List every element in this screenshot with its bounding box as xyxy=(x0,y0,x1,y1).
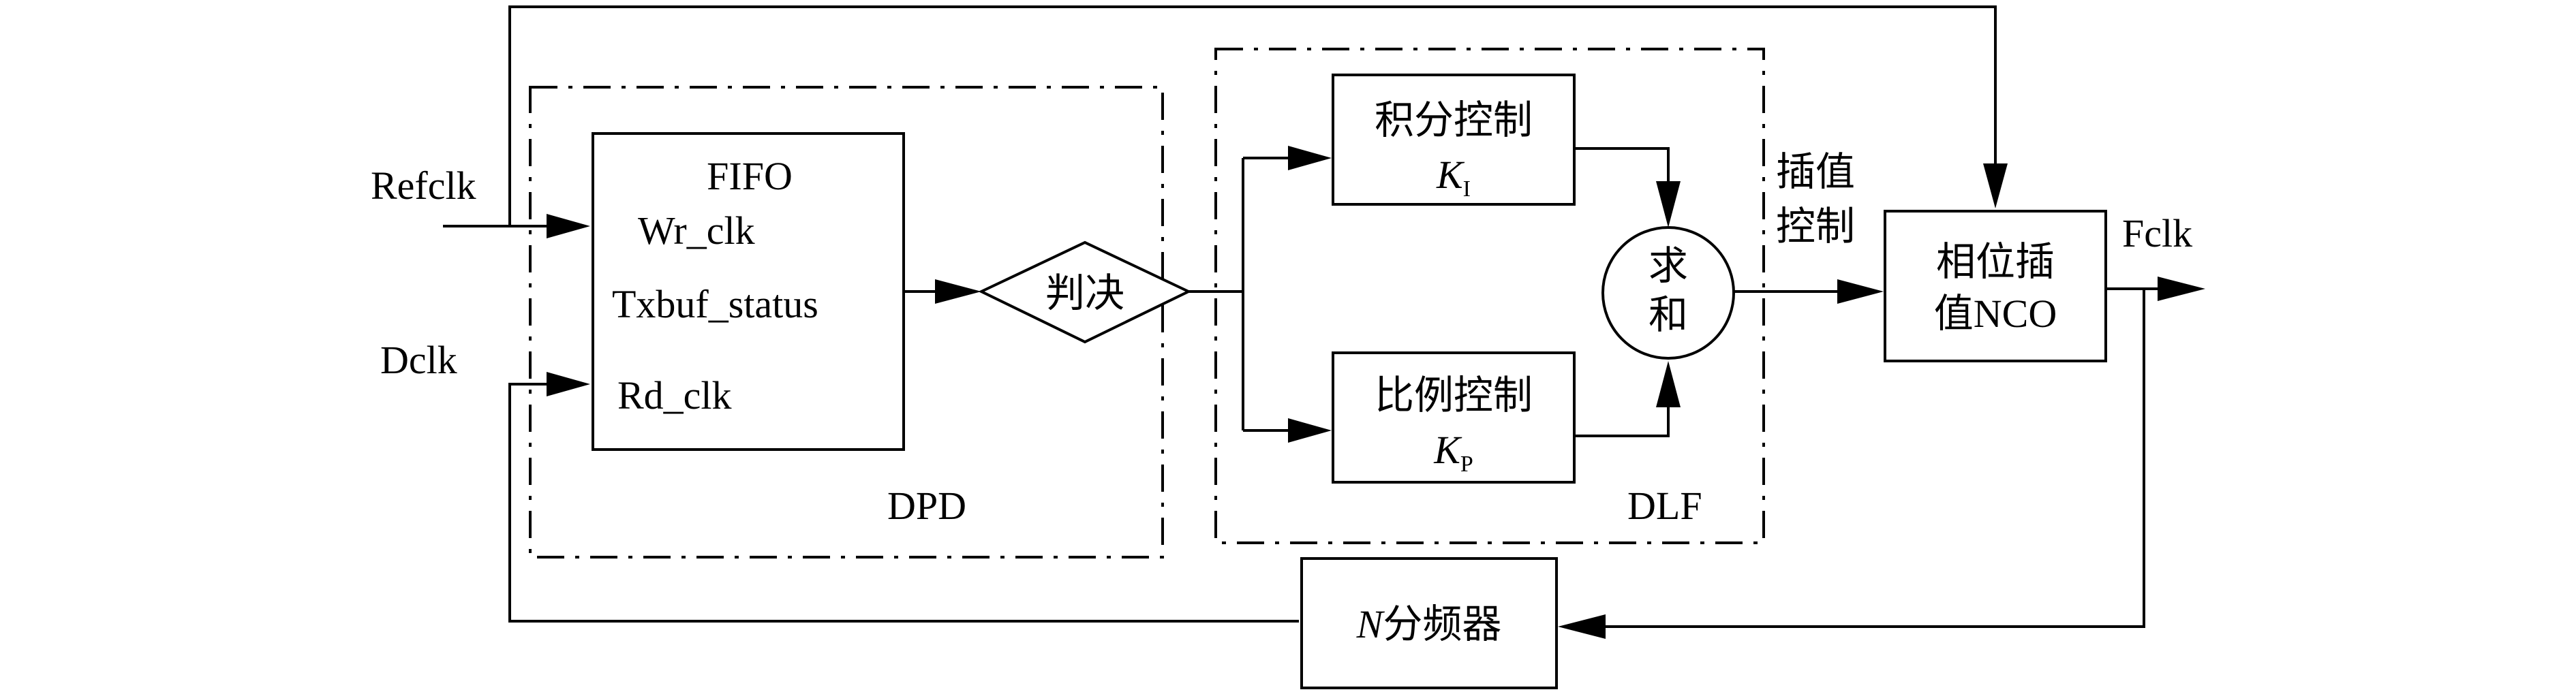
decision-arrowhead xyxy=(935,279,981,304)
fclk-feedback-line xyxy=(1606,289,2145,628)
kp-subscript: P xyxy=(1460,452,1473,477)
nco-label-line1: 相位插 xyxy=(1936,240,2055,284)
sum-label-line2: 和 xyxy=(1649,293,1688,337)
divider-arrowhead xyxy=(1558,614,1606,639)
fifo-title: FIFO xyxy=(707,154,793,198)
fclk-label: Fclk xyxy=(2122,211,2192,255)
proportional-control-label: 比例控制 xyxy=(1375,373,1533,418)
ki-subscript: I xyxy=(1463,176,1471,202)
proportional-arrowhead xyxy=(1288,418,1332,443)
integral-control-label: 积分控制 xyxy=(1375,98,1533,142)
sum-label-line1: 求 xyxy=(1649,244,1688,288)
dclk-label: Dclk xyxy=(380,338,457,382)
proportional-control-block xyxy=(1332,351,1576,484)
decision-label: 判决 xyxy=(1045,271,1124,315)
n-divider-block xyxy=(1300,557,1558,689)
rd-clk-arrowhead xyxy=(547,372,590,396)
ki-symbol: K xyxy=(1436,153,1465,197)
kp-symbol: K xyxy=(1433,428,1462,472)
dlf-label: DLF xyxy=(1627,484,1702,528)
n-divider-label: N分频器 xyxy=(1356,602,1502,646)
refclk-top-line xyxy=(508,5,1997,226)
integral-control-block xyxy=(1332,74,1576,206)
rd-clk-label: Rd_clk xyxy=(617,373,732,418)
fifo-block xyxy=(592,132,905,451)
wr-clk-arrowhead xyxy=(547,214,590,238)
n-symbol: N xyxy=(1356,602,1385,646)
dclk-feedback-line xyxy=(508,383,1299,623)
dpd-label: DPD xyxy=(887,484,966,528)
refclk-label: Refclk xyxy=(371,163,476,208)
ki-label: KI xyxy=(1436,153,1471,202)
wr-clk-label: Wr_clk xyxy=(638,208,755,253)
nco-top-arrowhead xyxy=(1983,163,2008,208)
kp-label: KP xyxy=(1433,428,1473,477)
interp-control-line2: 控制 xyxy=(1776,204,1855,249)
dlf-boundary xyxy=(1214,48,1765,544)
integral-to-sum-line xyxy=(1574,147,1670,181)
sum-top-arrowhead xyxy=(1656,181,1681,227)
nco-block xyxy=(1884,210,2107,362)
interp-control-line1: 插值 xyxy=(1776,150,1855,194)
nco-label-line2: 值NCO xyxy=(1934,292,2057,336)
divider-text: 分频器 xyxy=(1383,602,1501,646)
sum-bottom-arrowhead xyxy=(1656,361,1681,407)
txbuf-status-label: Txbuf_status xyxy=(612,282,818,326)
dpd-boundary xyxy=(529,86,1164,559)
nco-left-arrowhead xyxy=(1837,279,1884,304)
fclk-arrowhead xyxy=(2158,277,2205,301)
proportional-to-sum-line xyxy=(1574,407,1670,437)
integral-arrowhead xyxy=(1288,146,1332,170)
